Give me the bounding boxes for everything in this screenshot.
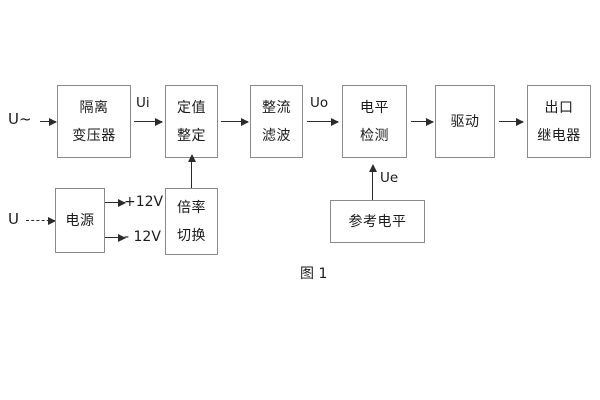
arrow-level-detection-to-drive: [411, 117, 434, 126]
block-isolation-transformer-line1: 隔离: [79, 99, 109, 116]
block-reference-level-line1: 参考电平: [348, 213, 407, 230]
block-level-detection-line1: 电平: [360, 99, 389, 116]
block-level-detection-line2: 检测: [360, 127, 389, 144]
arrow-power-supply-positive-rail: [105, 198, 126, 207]
block-isolation-transformer-line2: 变压器: [72, 127, 116, 144]
block-output-relay: 出口 继电器: [527, 85, 591, 158]
block-rectify-filter-line2: 滤波: [262, 127, 291, 144]
block-output-relay-line2: 继电器: [537, 127, 581, 144]
uo-signal-label: Uo: [310, 95, 329, 111]
block-output-relay-line1: 出口: [544, 99, 574, 116]
block-drive-line1: 驱动: [450, 113, 480, 130]
positive-rail-label: +12V: [124, 194, 164, 210]
ue-signal-label: Ue: [380, 170, 399, 186]
arrow-power-supply-negative-rail: [105, 233, 126, 242]
block-multiplier-switch-line2: 切换: [177, 227, 206, 244]
dc-input-label: U: [8, 210, 19, 228]
block-drive: 驱动: [435, 85, 495, 158]
block-setting-value: 定值 整定: [165, 85, 218, 158]
arrow-multiplier-switch-to-setting-value: [187, 154, 196, 188]
figure-caption: 图 1: [300, 266, 328, 282]
arrow-rectify-filter-to-level-detection: [307, 117, 339, 126]
arrow-ac-input-to-isolation-transformer: [40, 117, 57, 126]
ui-signal-label: Ui: [136, 95, 150, 111]
arrow-reference-level-to-level-detection: [368, 164, 377, 200]
arrow-isolation-transformer-to-setting-value: [134, 117, 163, 126]
block-power-supply: 电源: [55, 188, 105, 253]
block-setting-value-line2: 整定: [177, 127, 206, 144]
block-power-supply-line1: 电源: [65, 212, 95, 229]
block-level-detection: 电平 检测: [342, 85, 407, 158]
block-reference-level: 参考电平: [330, 200, 425, 243]
block-multiplier-switch: 倍率 切换: [165, 188, 218, 255]
block-setting-value-line1: 定值: [177, 99, 206, 116]
block-isolation-transformer: 隔离 变压器: [57, 85, 131, 158]
block-rectify-filter: 整流 滤波: [250, 85, 303, 158]
negative-rail-label: - 12V: [124, 229, 161, 245]
arrow-drive-to-output-relay: [499, 117, 524, 126]
block-multiplier-switch-line1: 倍率: [177, 199, 206, 216]
block-rectify-filter-line1: 整流: [262, 99, 291, 116]
ac-input-label: U~: [8, 110, 32, 128]
arrow-setting-value-to-rectify-filter: [221, 117, 249, 126]
arrow-dc-input-to-power-supply: [26, 216, 56, 225]
